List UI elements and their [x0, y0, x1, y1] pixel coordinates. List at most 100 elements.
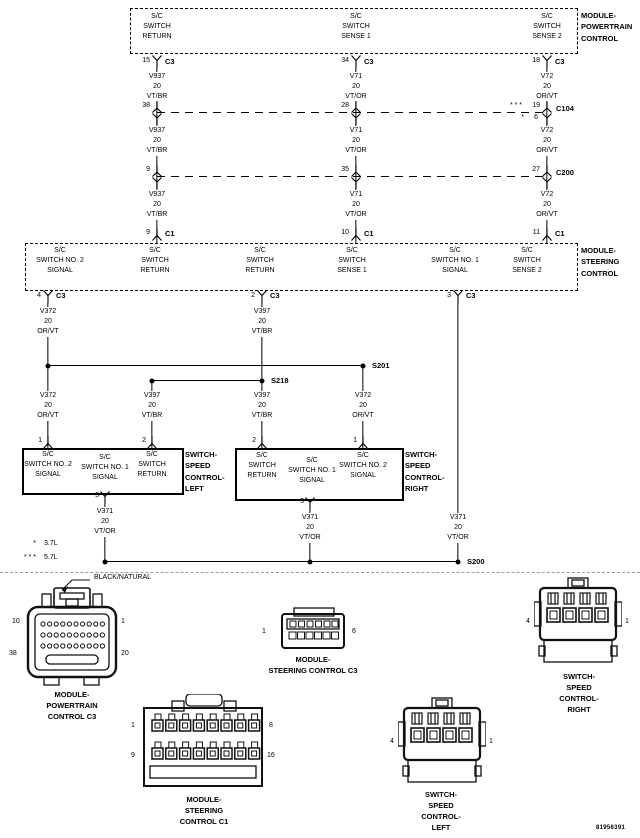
- c104-stars-57l: * * *: [509, 102, 522, 109]
- swr-face-pin-1: 1: [625, 618, 629, 625]
- c200-pin-27: 27: [532, 166, 540, 173]
- splice-s200-label: S200: [467, 557, 485, 566]
- powertrain-module-title: MODULE- POWERTRAIN CONTROL: [581, 11, 633, 43]
- splice-s200-line: [105, 561, 458, 563]
- splice-s201-label: S201: [372, 361, 390, 370]
- splice-s218-dot: [259, 378, 265, 384]
- module-steering-c3-drawing: [280, 606, 348, 652]
- connector-fork-icon: [304, 497, 316, 510]
- wire-v371-long: [457, 302, 459, 562]
- pwr-c3-name-3: C3: [555, 57, 565, 66]
- connector-half-icon: [541, 177, 553, 189]
- wire-color-note: BLACK/NATURAL: [94, 574, 152, 581]
- connector-fork-icon: [357, 436, 369, 449]
- wire-label-v937: V937 20 VT/BR: [143, 126, 171, 157]
- str-c1-pin-10: 10: [341, 229, 349, 236]
- str-c1-name-3: C1: [555, 229, 565, 238]
- legend-star-37l: *: [33, 540, 36, 547]
- wire-label-v372: V372 20 OR/VT: [34, 307, 62, 338]
- splice-s200-dot: [455, 559, 461, 565]
- swr-function-no2-signal: S/C SWITCH NO. 2 SIGNAL: [339, 452, 387, 480]
- switch-speed-right-drawing: [534, 576, 622, 670]
- swr-face-pin-4: 4: [526, 618, 530, 625]
- wire-label-v372: V372 20 OR/VT: [349, 391, 377, 422]
- steering-function-return-2: S/C SWITCH RETURN: [245, 247, 275, 275]
- connector-half-icon: [541, 101, 553, 113]
- switch-left-title: SWITCH- SPEED CONTROL- LEFT: [185, 450, 225, 493]
- wire-note-arrow-icon: [52, 575, 92, 597]
- c200-label: C200: [556, 168, 574, 177]
- wire-label-v371: V371 20 VT/OR: [296, 513, 324, 544]
- pwr-c3-face-pin-20: 20: [121, 650, 129, 657]
- pwr-c3-name-1: C3: [165, 57, 175, 66]
- connector-fork-icon: [146, 436, 158, 449]
- wire-label-v72: V72 20 OR/VT: [533, 72, 561, 103]
- section-divider: [0, 572, 640, 573]
- str-c1-caption: MODULE- STEERING CONTROL C1: [179, 795, 229, 826]
- connector-fork-icon: [256, 290, 268, 303]
- str-c1-face-pin-9: 9: [131, 752, 135, 759]
- diagram-number: 81956391: [596, 825, 626, 831]
- swl-pin-1: 1: [38, 437, 42, 444]
- connector-half-icon: [541, 113, 553, 125]
- str-c1-pin-9: 9: [146, 229, 150, 236]
- str-c1-name-1: C1: [165, 229, 175, 238]
- connector-fork-icon: [452, 290, 464, 303]
- steering-function-no1-signal: S/C SWITCH NO. 1 SIGNAL: [431, 247, 479, 275]
- swr-caption: SWITCH- SPEED CONTROL- RIGHT: [559, 672, 599, 714]
- legend-engine-37l: 3.7L: [44, 540, 58, 547]
- str-c3-face-pin-1: 1: [262, 628, 266, 635]
- str-c1-name-2: C1: [364, 229, 374, 238]
- wire-label-v372: V372 20 OR/VT: [34, 391, 62, 422]
- swr-pin-2: 2: [252, 437, 256, 444]
- connector-fork-icon: [541, 55, 553, 68]
- str-c1-face-pin-1: 1: [131, 722, 135, 729]
- pwr-c3-pin-18: 18: [532, 57, 540, 64]
- module-powertrain-c3-drawing: [26, 586, 118, 686]
- c200-pin-9: 9: [146, 166, 150, 173]
- c104-star-37l: *: [521, 114, 524, 121]
- connector-half-icon: [541, 165, 553, 177]
- wire-label-v937: V937 20 VT/BR: [143, 72, 171, 103]
- str-c3-name-3: C3: [466, 291, 476, 300]
- c104-connector-line: [157, 112, 549, 114]
- str-c3-face-pin-6: 6: [352, 628, 356, 635]
- wire-label-v371: V371 20 VT/OR: [444, 513, 472, 544]
- splice-s200-dot: [307, 559, 313, 565]
- steering-module-title: MODULE- STEERING CONTROL: [581, 246, 620, 278]
- connector-fork-icon: [99, 491, 111, 504]
- connector-fork-icon: [42, 436, 54, 449]
- swr-pin-3: 3: [300, 498, 304, 505]
- wire-label-v397: V397 20 VT/BR: [248, 307, 276, 338]
- c104-label: C104: [556, 104, 574, 113]
- wire-v372-left: [47, 302, 49, 448]
- module-steering-c1-drawing: [142, 694, 264, 790]
- wire-label-v72: V72 20 OR/VT: [533, 126, 561, 157]
- c104-pin-38: 38: [142, 102, 150, 109]
- connector-fork-icon: [151, 228, 163, 241]
- swl-face-pin-1: 1: [489, 738, 493, 745]
- str-c3-pin-4: 4: [37, 292, 41, 299]
- splice-s201-line: [48, 365, 363, 367]
- steering-module-box: [25, 243, 578, 291]
- switch-right-title: SWITCH- SPEED CONTROL- RIGHT: [405, 450, 445, 493]
- str-c1-face-pin-16: 16: [267, 752, 275, 759]
- connector-fork-icon: [350, 55, 362, 68]
- str-c3-pin-3: 3: [447, 292, 451, 299]
- pwr-c3-pin-34: 34: [341, 57, 349, 64]
- connector-fork-icon: [151, 55, 163, 68]
- swl-pin-2: 2: [142, 437, 146, 444]
- wire-label-v71: V71 20 VT/OR: [342, 72, 370, 103]
- connector-fork-icon: [541, 228, 553, 241]
- powertrain-module-box: [130, 8, 578, 54]
- connector-fork-icon: [350, 228, 362, 241]
- pwr-c3-pin-15: 15: [142, 57, 150, 64]
- wire-label-v397: V397 20 VT/BR: [138, 391, 166, 422]
- swr-function-return: S/C SWITCH RETURN: [247, 452, 277, 480]
- connector-fork-icon: [256, 436, 268, 449]
- swl-function-return: S/C SWITCH RETURN: [137, 451, 167, 479]
- connector-half-icon: [350, 101, 362, 113]
- splice-s200-dot: [102, 559, 108, 565]
- connector-half-icon: [151, 113, 163, 125]
